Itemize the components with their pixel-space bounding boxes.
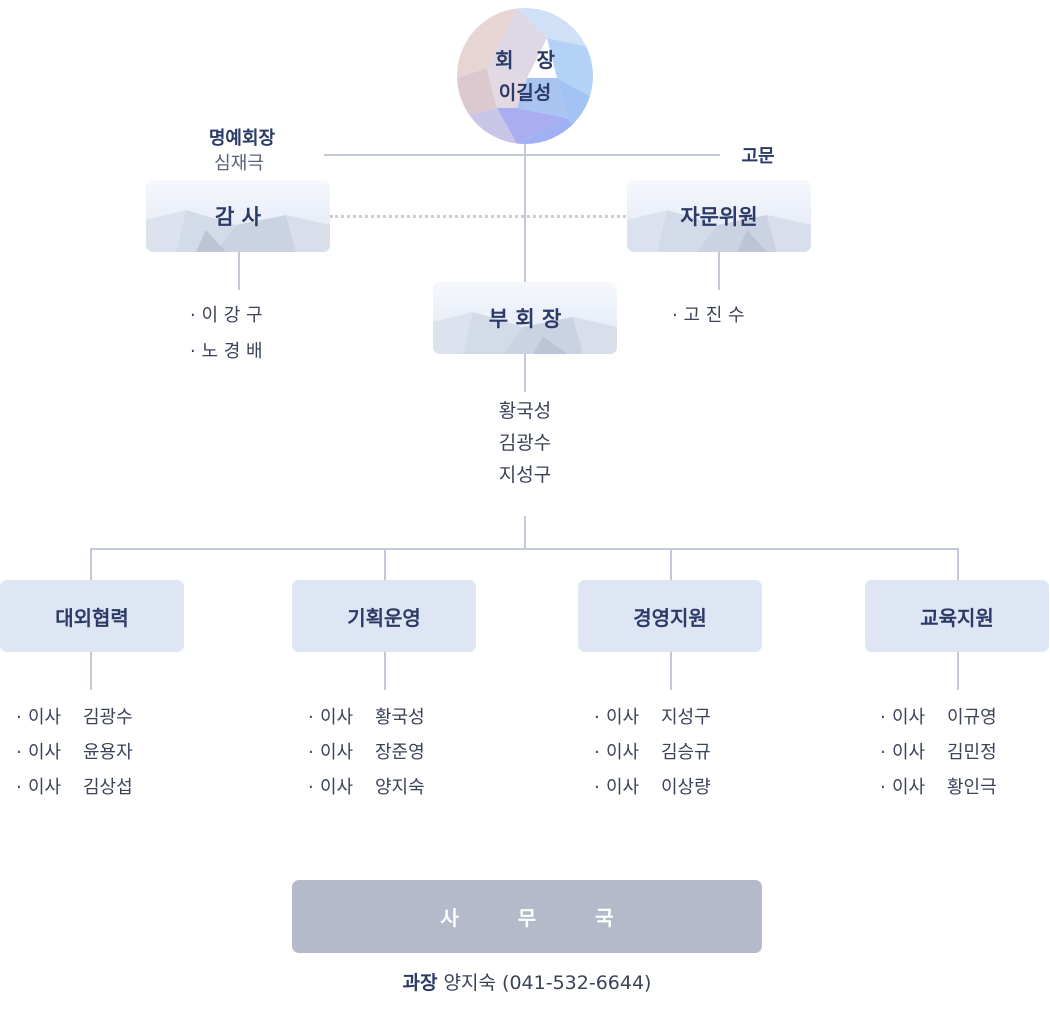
advisory-committee-box: 자문위원 <box>627 180 811 252</box>
manager-title: 과장 <box>402 972 438 994</box>
vice-chairman-member-list: 황국성 김광수 지성구 <box>470 395 580 491</box>
connector-dept-2 <box>384 548 386 580</box>
connector-audit-members <box>238 252 240 290</box>
honorary-chairman-title: 명예회장 <box>208 128 276 149</box>
vice-chairman-member: 황국성 <box>498 400 552 422</box>
chairman-facet-background <box>457 8 593 144</box>
audit-member: · 이 강 구 <box>190 305 263 326</box>
vice-chairman-member: 김광수 <box>498 432 552 454</box>
connector-dept-3-members <box>670 652 672 690</box>
chairman-node: 회 장 이길성 <box>457 8 593 144</box>
vice-chairman-facet-background <box>433 312 617 354</box>
manager-name: 양지숙 <box>443 972 496 994</box>
connector-dept-2-members <box>384 652 386 690</box>
advisory-committee-label: 자문위원 <box>680 205 758 229</box>
connector-dept-1 <box>90 548 92 580</box>
audit-box: 감 사 <box>146 180 330 252</box>
vice-chairman-member: 지성구 <box>498 464 552 486</box>
connector-dept-4 <box>957 548 959 580</box>
secretariat-contact: 과장 양지숙 (041-532-6644) <box>292 968 762 995</box>
connector-audit-advisory <box>330 215 626 218</box>
dept-box-external-cooperation: 대외협력 <box>0 580 184 652</box>
advisory-member-list: · 고 진 수 <box>672 298 745 334</box>
audit-facet-background <box>146 210 330 252</box>
connector-dept-1-members <box>90 652 92 690</box>
connector-dept-4-members <box>957 652 959 690</box>
secretariat-box: 사 무 국 <box>292 880 762 953</box>
connector-honorary-advisor <box>324 154 720 156</box>
connector-departments-bar <box>90 548 959 550</box>
honorary-chairman-name: 심재극 <box>214 153 264 174</box>
dept-box-planning-operations: 기획운영 <box>292 580 476 652</box>
dept-box-education-support: 교육지원 <box>865 580 1049 652</box>
audit-label: 감 사 <box>215 205 261 229</box>
vice-chairman-box: 부 회 장 <box>433 282 617 354</box>
advisory-facet-background <box>627 210 811 252</box>
connector-departments-trunk <box>524 516 526 550</box>
chairman-title: 회 장 <box>495 48 563 72</box>
advisory-member: · 고 진 수 <box>672 305 745 326</box>
chairman-name: 이길성 <box>498 82 552 104</box>
connector-dept-3 <box>670 548 672 580</box>
connector-advisory-members <box>718 252 720 290</box>
connector-chair-trunk <box>524 144 526 282</box>
connector-vice-chair-members <box>524 354 526 392</box>
manager-phone: (041-532-6644) <box>502 972 652 994</box>
audit-member: · 노 경 배 <box>190 341 263 362</box>
dept-box-management-support: 경영지원 <box>578 580 762 652</box>
advisor-title: 고문 <box>741 146 775 167</box>
vice-chairman-label: 부 회 장 <box>488 307 562 331</box>
audit-member-list: · 이 강 구 · 노 경 배 <box>190 298 263 370</box>
